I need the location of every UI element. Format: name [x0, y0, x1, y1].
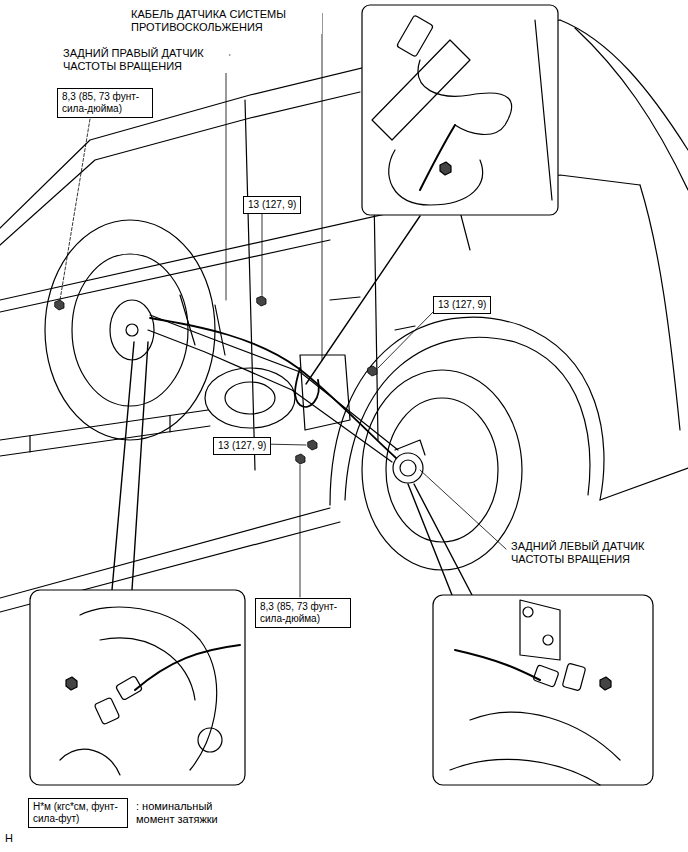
drawing-stroke — [362, 370, 522, 570]
drawing-stroke — [0, 508, 330, 598]
sensor-cable — [150, 318, 396, 458]
drawing-stroke — [126, 324, 138, 336]
drawing-stroke — [318, 13, 322, 360]
drawing-stroke — [389, 150, 483, 205]
drawing-stroke — [300, 465, 301, 597]
rear-axle — [0, 295, 398, 462]
rear-left-wheel — [362, 370, 522, 570]
drawing-stroke — [257, 296, 266, 306]
torque-box: 8,3 (85, 73 фунт-сила-дюйма) — [57, 88, 153, 118]
part-label: КАБЕЛЬ ДАТЧИКА СИСТЕМЫ ПРОТИВОСКОЛЬЖЕНИЯ — [130, 8, 322, 34]
drawing-stroke — [115, 676, 142, 701]
torque-box: 13 (127, 9) — [213, 437, 271, 455]
drawing-stroke — [543, 635, 553, 645]
drawing-stroke — [640, 185, 680, 430]
inset-top — [362, 5, 558, 215]
drawing-stroke — [60, 749, 120, 775]
torque-box: 8,3 (85, 73 фунт-сила-дюйма) — [255, 598, 351, 628]
drawing-stroke — [225, 382, 275, 414]
drawing-stroke — [112, 342, 148, 590]
drawing-stroke — [55, 300, 64, 310]
drawing-stroke — [440, 162, 451, 175]
figure-code: H — [4, 832, 14, 845]
drawing-stroke — [0, 240, 330, 312]
inset-bottom-left — [30, 590, 245, 785]
torque-value: 13 (127, 9) — [438, 299, 486, 310]
drawing-stroke — [396, 15, 433, 57]
vehicle-body — [0, 20, 688, 612]
drawing-stroke — [386, 398, 498, 542]
drawing-stroke — [600, 677, 611, 690]
legend-unit-box: Н*м (кгс*см, фунт-сила-фут) — [28, 798, 128, 828]
drawing-stroke — [308, 440, 317, 450]
torque-value: 8,3 (85, 73 фунт-сила-дюйма) — [260, 601, 337, 624]
drawing-stroke — [330, 297, 415, 330]
drawing-stroke — [306, 216, 420, 384]
drawing-stroke — [600, 468, 688, 500]
torque-box: 13 (127, 9) — [433, 296, 491, 314]
torque-value: Н*м (кгс*см, фунт-сила-фут) — [33, 801, 118, 824]
inset-links — [112, 216, 472, 595]
drawing-stroke — [575, 28, 688, 190]
drawing-stroke — [295, 368, 319, 407]
drawing-stroke — [562, 663, 586, 691]
drawing-stroke — [30, 590, 245, 785]
drawing-stroke — [205, 368, 295, 428]
drawing-stroke — [450, 759, 600, 785]
torque-value: 13 (127, 9) — [248, 199, 296, 210]
drawing-stroke — [0, 410, 210, 456]
torque-value: 13 (127, 9) — [218, 440, 266, 451]
drawing-stroke — [433, 595, 653, 785]
drawing-stroke — [60, 119, 90, 300]
drawing-stroke — [300, 355, 350, 430]
drawing-stroke — [226, 55, 230, 300]
inset-bottom-right — [433, 595, 653, 785]
drawing-stroke — [100, 638, 195, 700]
drawing-stroke — [378, 309, 436, 368]
drawing-stroke — [296, 454, 305, 464]
drawing-stroke — [362, 5, 558, 215]
drawing-stroke — [533, 665, 559, 688]
drawing-stroke — [66, 677, 77, 690]
drawing-stroke — [455, 650, 540, 680]
torque-box: 13 (127, 9) — [243, 196, 301, 214]
bolts — [55, 296, 377, 464]
drawing-stroke — [395, 440, 425, 455]
part-label: ЗАДНИЙ ПРАВЫЙ ДАТЧИК ЧАСТОТЫ ВРАЩЕНИЯ — [62, 47, 229, 73]
drawing-stroke — [420, 125, 455, 190]
drawing-stroke — [408, 484, 472, 595]
drawing-stroke — [80, 607, 217, 770]
drawing-stroke — [523, 607, 533, 617]
drawing-stroke — [560, 20, 688, 150]
drawing-stroke — [368, 366, 377, 376]
legend-text: : номинальный момент затяжки — [135, 800, 249, 826]
drawing-stroke — [148, 330, 392, 462]
drawing-stroke — [520, 600, 560, 660]
drawing-stroke — [345, 337, 590, 500]
drawing-stroke — [150, 318, 396, 458]
drawing-stroke — [418, 60, 512, 134]
torque-value: 8,3 (85, 73 фунт-сила-дюйма) — [62, 91, 139, 114]
drawing-stroke — [94, 697, 120, 725]
drawing-stroke — [198, 728, 222, 752]
drawing-stroke — [30, 416, 170, 452]
drawing-stroke — [330, 317, 604, 505]
drawing-stroke — [420, 470, 506, 549]
drawing-stroke — [535, 20, 552, 200]
drawing-stroke — [262, 212, 263, 295]
drawing-stroke — [135, 645, 240, 690]
part-label: ЗАДНИЙ ЛЕВЫЙ ДАТЧИК ЧАСТОТЫ ВРАЩЕНИЯ — [510, 540, 662, 566]
drawing-stroke — [470, 712, 620, 760]
drawing-stroke — [0, 92, 360, 245]
drawing-stroke — [393, 453, 423, 483]
drawing-stroke — [400, 460, 416, 476]
